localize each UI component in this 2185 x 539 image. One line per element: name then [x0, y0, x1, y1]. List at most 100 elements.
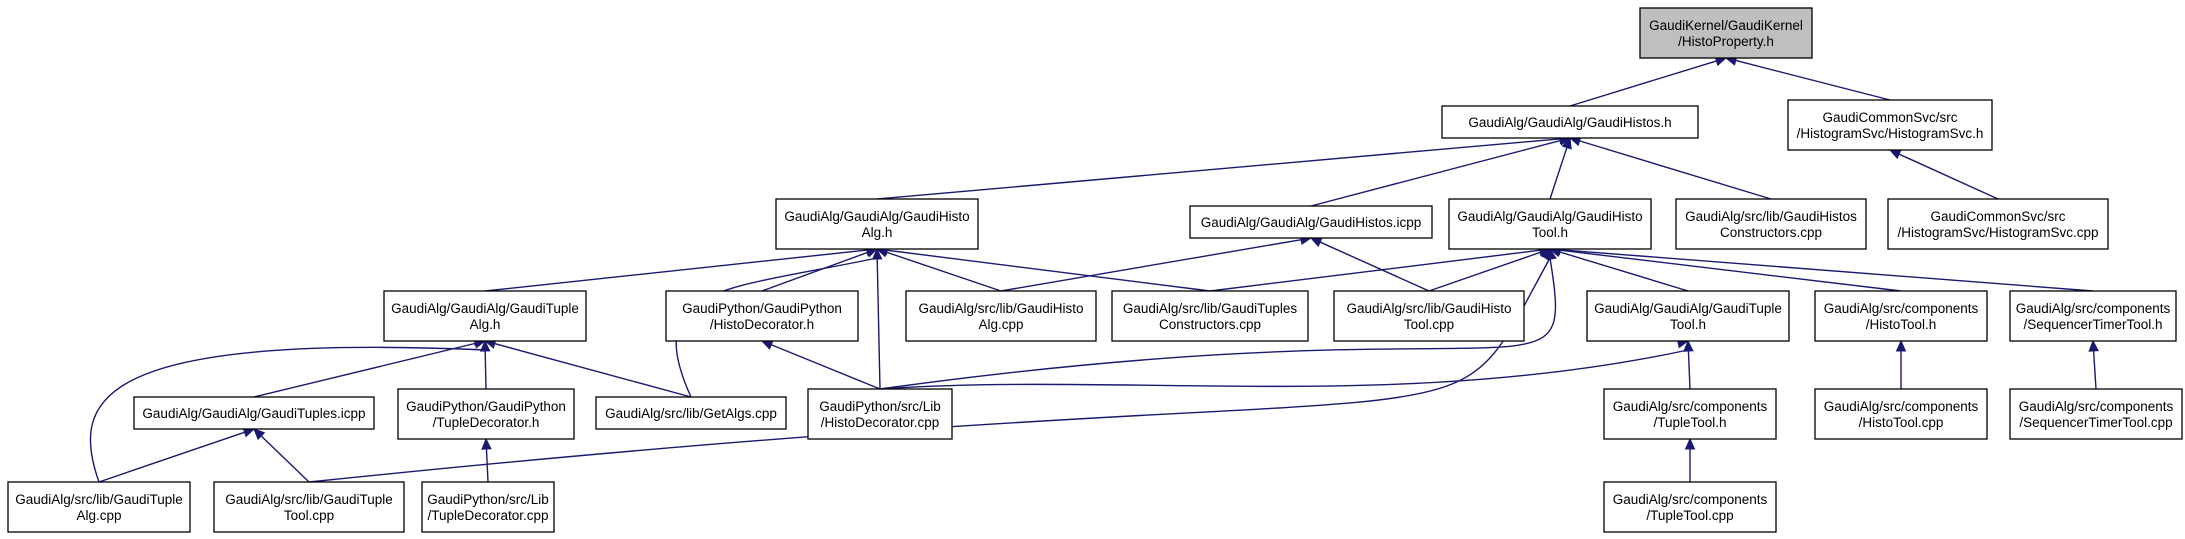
node-box[interactable]	[1639, 7, 1813, 59]
node-label-line: Constructors.cpp	[1720, 225, 1822, 240]
node-label-line: GaudiAlg/src/lib/GetAlgs.cpp	[605, 406, 777, 421]
node-sequencertimertool-cpp[interactable]: GaudiAlg/src/components/SequencerTimerTo…	[2009, 388, 2183, 440]
node-label-line: Alg.cpp	[978, 317, 1023, 332]
edge-line	[259, 434, 310, 483]
node-box[interactable]	[383, 290, 587, 342]
node-box[interactable]	[807, 388, 953, 440]
edge-line	[493, 342, 692, 398]
node-gaudihistos-icpp[interactable]: GaudiAlg/GaudiAlg/GaudiHistos.icpp	[1189, 205, 1433, 239]
node-box[interactable]	[1675, 198, 1867, 250]
node-box[interactable]	[1586, 290, 1790, 342]
edge-gaudihistoalg_cpp-to-gaudihistos_icpp	[1000, 234, 1313, 292]
node-histoproperty-h[interactable]: GaudiKernel/GaudiKernel/HistoProperty.h	[1639, 7, 1813, 59]
edge-line	[98, 431, 246, 483]
node-gaudituples-icpp[interactable]: GaudiAlg/GaudiAlg/GaudiTuples.icpp	[133, 396, 375, 430]
node-gaudihistosconstructors-cpp[interactable]: GaudiAlg/src/lib/GaudiHistosConstructors…	[1675, 198, 1867, 250]
edge-histodecorator_cpp-to-gaudihistoalg_h	[871, 247, 883, 390]
arrowhead	[1895, 339, 1907, 352]
node-box[interactable]	[397, 388, 575, 440]
edges-layer	[89, 55, 2099, 483]
node-box[interactable]	[1603, 481, 1777, 533]
node-label-line: GaudiAlg/src/components	[1613, 399, 1768, 414]
node-histogramsvc-cpp[interactable]: GaudiCommonSvc/src/HistogramSvc/Histogra…	[1887, 198, 2109, 250]
node-histotool-h[interactable]: GaudiAlg/src/components/HistoTool.h	[1814, 290, 1988, 342]
node-label-line: GaudiAlg/src/lib/GaudiTuple	[225, 492, 393, 507]
node-box[interactable]	[1887, 198, 2109, 250]
arrowhead	[2088, 339, 2099, 352]
node-label-line: /HistoProperty.h	[1678, 34, 1774, 49]
node-histodecorator-cpp[interactable]: GaudiPython/src/Lib/HistoDecorator.cpp	[807, 388, 953, 440]
node-box[interactable]	[133, 396, 375, 430]
node-box[interactable]	[1814, 290, 1988, 342]
arrowhead	[1888, 149, 1902, 160]
edge-gauditupletool_cpp-to-gaudihistotool_h	[308, 247, 1551, 483]
arrowhead	[253, 428, 266, 441]
node-tupletool-h[interactable]: GaudiAlg/src/components/TupleTool.h	[1603, 388, 1777, 440]
node-box[interactable]	[665, 290, 859, 342]
node-box[interactable]	[1111, 290, 1309, 342]
node-label-line: GaudiKernel/GaudiKernel	[1649, 18, 1803, 33]
edge-line	[484, 249, 869, 292]
node-label-line: GaudiAlg/src/lib/GaudiHisto	[918, 301, 1083, 316]
nodes-layer: GaudiKernel/GaudiKernel/HistoProperty.hG…	[7, 7, 2183, 533]
node-tupledecorator-cpp[interactable]: GaudiPython/src/Lib/TupleDecorator.cpp	[421, 481, 555, 533]
edge-getalgs_cpp-to-gaudituplealg_h	[483, 338, 692, 398]
edge-line	[876, 138, 1562, 200]
node-box[interactable]	[1814, 388, 1988, 440]
node-gaudihistos-h[interactable]: GaudiAlg/GaudiAlg/GaudiHistos.h	[1441, 105, 1699, 139]
edge-line	[885, 249, 1211, 292]
node-sequencertimertool-h[interactable]: GaudiAlg/src/components/SequencerTimerTo…	[2009, 290, 2177, 342]
node-tupledecorator-h[interactable]: GaudiPython/GaudiPython/TupleDecorator.h	[397, 388, 575, 440]
node-histogramsvc-h[interactable]: GaudiCommonSvc/src/HistogramSvc/Histogra…	[1787, 99, 1993, 151]
node-box[interactable]	[213, 481, 405, 533]
node-box[interactable]	[1787, 99, 1993, 151]
node-box[interactable]	[2009, 388, 2183, 440]
node-histodecorator-h[interactable]: GaudiPython/GaudiPython/HistoDecorator.h	[665, 290, 859, 342]
node-label-line: /TupleTool.h	[1653, 415, 1726, 430]
node-label-line: /HistoDecorator.cpp	[821, 415, 940, 430]
node-box[interactable]	[905, 290, 1097, 342]
node-box[interactable]	[775, 198, 979, 250]
edge-gauditupletool_cpp-to-gaudituples_icpp	[253, 428, 310, 483]
arrowhead	[871, 247, 883, 260]
node-label-line: GaudiAlg/src/components	[1824, 301, 1979, 316]
edge-line	[1897, 153, 1999, 200]
arrowhead	[1683, 339, 1694, 352]
node-box[interactable]	[1603, 388, 1777, 440]
node-histotool-cpp[interactable]: GaudiAlg/src/components/HistoTool.cpp	[1814, 388, 1988, 440]
node-label-line: Alg.cpp	[76, 508, 121, 523]
node-box[interactable]	[7, 481, 191, 533]
node-box[interactable]	[1333, 290, 1525, 342]
node-label-line: Tool.cpp	[1404, 317, 1454, 332]
node-label-line: /HistoTool.h	[1866, 317, 1937, 332]
arrowhead	[760, 340, 774, 350]
node-tupletool-cpp[interactable]: GaudiAlg/src/components/TupleTool.cpp	[1603, 481, 1777, 533]
node-getalgs-cpp[interactable]: GaudiAlg/src/lib/GetAlgs.cpp	[595, 396, 787, 430]
edge-histodecorator_cpp-to-gauditupletool_h	[879, 338, 1690, 390]
node-label-line: Constructors.cpp	[1159, 317, 1261, 332]
node-box[interactable]	[1441, 105, 1699, 139]
node-label-line: GaudiAlg/GaudiAlg/GaudiTuple	[391, 301, 579, 316]
edge-histotool_cpp-to-histotool_h	[1895, 339, 1907, 389]
node-box[interactable]	[421, 481, 555, 533]
edge-line	[1578, 139, 1772, 200]
edge-line	[1000, 238, 1303, 292]
node-box[interactable]	[2009, 290, 2177, 342]
node-box[interactable]	[1189, 205, 1433, 239]
node-box[interactable]	[595, 396, 787, 430]
node-gaudituplesconstructors-cpp[interactable]: GaudiAlg/src/lib/GaudiTuplesConstructors…	[1111, 290, 1309, 342]
node-label-line: GaudiAlg/GaudiAlg/GaudiTuple	[1594, 301, 1782, 316]
node-label-line: /HistogramSvc/HistogramSvc.cpp	[1897, 225, 2098, 240]
node-label-line: GaudiPython/GaudiPython	[406, 399, 566, 414]
node-label-line: GaudiAlg/src/components	[2019, 399, 2174, 414]
node-box[interactable]	[1448, 198, 1652, 250]
arrowhead	[1540, 247, 1551, 261]
